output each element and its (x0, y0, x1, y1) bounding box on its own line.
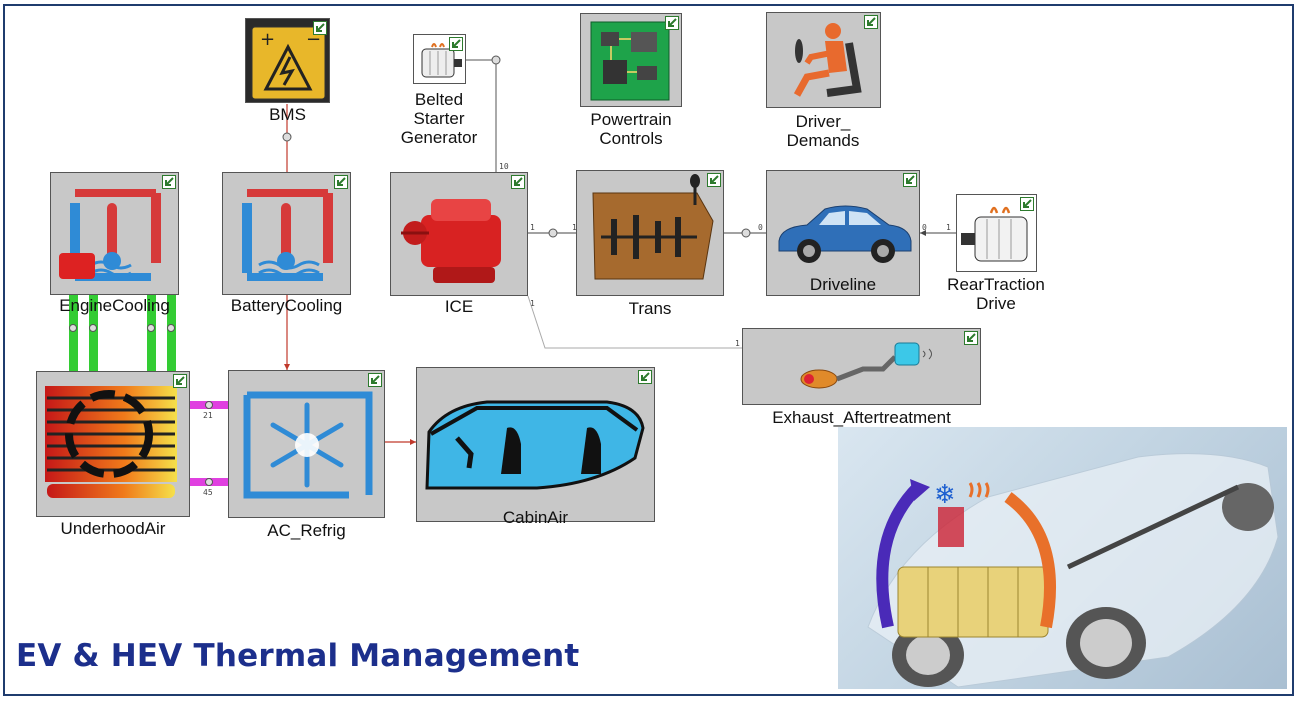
engine-icon (401, 199, 501, 283)
driveline-label: Driveline (809, 275, 877, 294)
driver-demands-block[interactable] (766, 12, 881, 108)
electric-motor-icon (961, 206, 1028, 262)
transparent-car-illustration: ❄ (867, 453, 1279, 688)
battery-cooling-label: BatteryCooling (230, 296, 343, 315)
battery-warning-icon: + − (251, 26, 326, 100)
port-label: 1 (572, 223, 577, 232)
page-title: EV & HEV Thermal Management (16, 638, 580, 674)
driver-icon (793, 23, 862, 97)
port-label: 0 (758, 223, 763, 232)
car-icon (778, 205, 912, 263)
ice-label: ICE (444, 297, 474, 316)
powertrain-controls-label: Powertrain Controls (590, 110, 672, 148)
ice-block[interactable] (390, 172, 528, 296)
port-label: 1 (735, 339, 740, 348)
slide-frame (3, 4, 1294, 696)
car-cabin-icon (425, 400, 645, 490)
engine-cooling-label: EngineCooling (59, 296, 170, 315)
circuit-board-icon (590, 21, 670, 101)
cabin-air-label: CabinAir (502, 508, 569, 527)
snowflake-icon (243, 391, 373, 499)
battery-cooling-icon (242, 189, 333, 281)
underhood-air-label: UnderhoodAir (60, 519, 166, 538)
port-label: 1 (530, 223, 535, 232)
motor-icon (421, 43, 462, 78)
port-label: 0 (922, 223, 927, 232)
belted-starter-generator-block[interactable] (413, 34, 466, 84)
vehicle-thermal-photo: ❄ (838, 427, 1287, 689)
transmission-icon (592, 174, 714, 280)
port-label: 1 (530, 299, 535, 308)
rear-traction-drive-block[interactable] (956, 194, 1037, 272)
rear-traction-drive-label: RearTraction Drive (947, 275, 1045, 313)
ac-refrig-block[interactable] (228, 370, 385, 518)
trans-label: Trans (628, 299, 672, 318)
heat-icon (968, 482, 990, 498)
driver-demands-label: Driver_ Demands (786, 112, 860, 150)
exhaust-system-icon (800, 342, 932, 389)
powertrain-controls-block[interactable] (580, 13, 682, 107)
engine-cooling-block[interactable] (50, 172, 179, 295)
ac-refrig-label: AC_Refrig (267, 521, 346, 540)
port-label: 45 (203, 488, 213, 497)
bms-label: BMS (269, 105, 306, 124)
radiator-fan-icon (45, 386, 177, 498)
belted-starter-generator-label: Belted Starter Generator (400, 90, 478, 147)
port-label: 21 (203, 411, 213, 420)
bms-block[interactable]: + − (245, 18, 330, 103)
trans-block[interactable] (576, 170, 724, 296)
engine-cooling-icon (59, 189, 161, 281)
exhaust-aftertreatment-label: Exhaust_Aftertreatment (772, 408, 951, 427)
port-label: 1 (946, 223, 951, 232)
exhaust-aftertreatment-block[interactable] (742, 328, 981, 405)
underhood-air-block[interactable] (36, 371, 190, 517)
snowflake-icon: ❄ (934, 480, 956, 510)
driveline-block[interactable] (766, 170, 920, 296)
battery-cooling-block[interactable] (222, 172, 351, 295)
svg-text:+: + (260, 29, 275, 50)
port-label: 10 (499, 162, 509, 171)
cabin-air-block[interactable] (416, 367, 655, 522)
